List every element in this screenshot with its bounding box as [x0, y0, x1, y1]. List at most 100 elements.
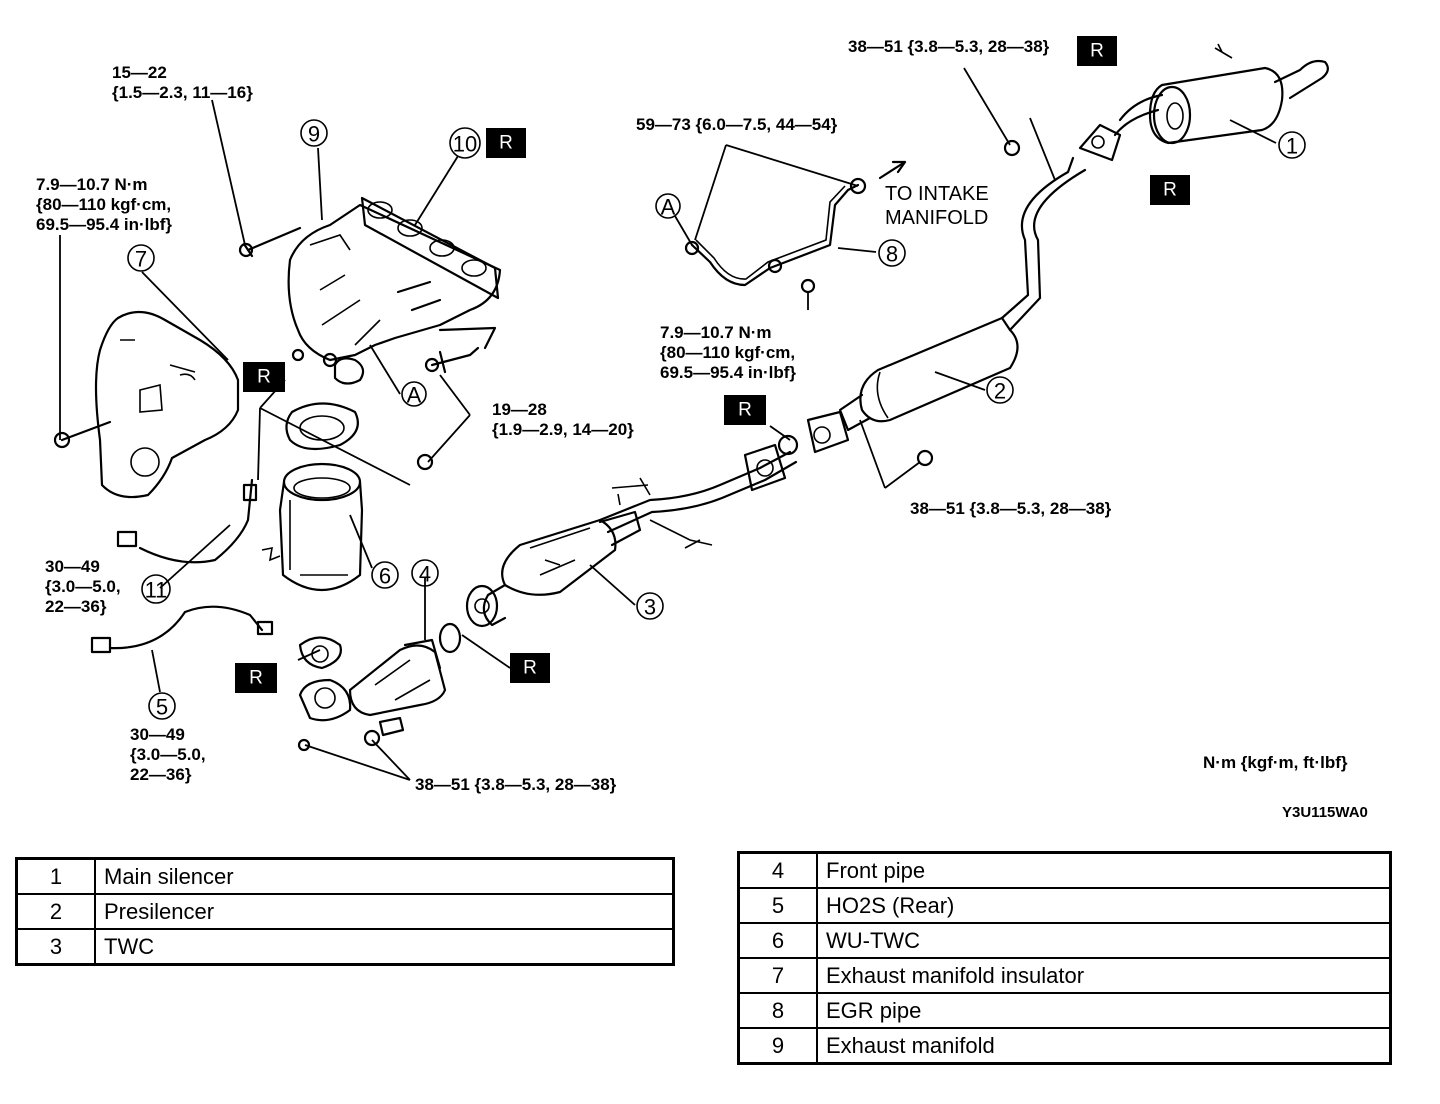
legend-number: 4 — [737, 851, 818, 889]
svg-text:38—51 {3.8—5.3, 28—38}: 38—51 {3.8—5.3, 28—38} — [415, 775, 617, 794]
svg-text:R: R — [249, 668, 263, 689]
svg-text:7.9—10.7 N·m: 7.9—10.7 N·m — [36, 175, 148, 194]
svg-text:R: R — [1090, 41, 1104, 62]
main-silencer — [1078, 43, 1329, 162]
svg-text:5: 5 — [156, 695, 168, 720]
torque-spec-egr-bolt: 7.9—10.7 N·m {80—110 kgf·cm, 69.5—95.4 i… — [660, 323, 796, 382]
svg-text:{3.0—5.0,: {3.0—5.0, — [130, 745, 206, 764]
svg-text:69.5—95.4 in·lbf}: 69.5—95.4 in·lbf} — [36, 215, 172, 234]
svg-text:{1.5—2.3, 11—16}: {1.5—2.3, 11—16} — [112, 83, 253, 102]
svg-text:6: 6 — [379, 564, 391, 589]
svg-text:7: 7 — [135, 247, 147, 272]
svg-text:2: 2 — [994, 379, 1006, 404]
svg-text:22—36}: 22—36} — [45, 597, 107, 616]
callout-5: 5 — [148, 692, 176, 720]
legend-part-name: Presilencer — [94, 893, 675, 930]
torque-spec-manifold-bolt: 15—22 {1.5—2.3, 11—16} — [112, 63, 253, 102]
middle-pipe — [598, 434, 799, 549]
torque-spec-ho2s-rear: 30—49 {3.0—5.0, 22—36} — [130, 725, 206, 784]
svg-text:R: R — [257, 367, 271, 388]
svg-text:9: 9 — [308, 122, 320, 147]
table-row: 9 Exhaust manifold — [737, 1027, 1392, 1065]
front-pipe — [297, 622, 462, 752]
svg-text:15—22: 15—22 — [112, 63, 167, 82]
legend-part-name: Exhaust manifold — [816, 1027, 1392, 1065]
svg-text:11: 11 — [145, 578, 168, 603]
svg-text:A: A — [661, 195, 676, 220]
svg-text:{3.0—5.0,: {3.0—5.0, — [45, 577, 121, 596]
table-row: 3 TWC — [15, 928, 675, 966]
legend-number: 8 — [737, 992, 818, 1029]
legend-number: 7 — [737, 957, 818, 994]
svg-text:{1.9—2.9, 14—20}: {1.9—2.9, 14—20} — [492, 420, 634, 439]
torque-spec-presilencer-nut: 38—51 {3.8—5.3, 28—38} — [910, 499, 1112, 518]
svg-text:R: R — [523, 658, 537, 679]
leader-lines — [59, 67, 1277, 781]
svg-text:{80—110 kgf·cm,: {80—110 kgf·cm, — [36, 195, 171, 214]
legend-part-name: Front pipe — [816, 851, 1392, 889]
replace-marker-presilencer-gasket: R — [724, 395, 766, 425]
svg-text:3: 3 — [644, 595, 656, 620]
legend-number: 1 — [15, 857, 96, 895]
wu-twc — [261, 402, 364, 670]
svg-text:4: 4 — [419, 562, 431, 587]
table-row: 7 Exhaust manifold insulator — [737, 957, 1392, 994]
ho2s-front-sensor — [116, 478, 258, 564]
replace-marker-silencer-top: R — [1077, 36, 1117, 66]
svg-text:22—36}: 22—36} — [130, 765, 192, 784]
table-row: 6 WU-TWC — [737, 922, 1392, 959]
table-row: 1 Main silencer — [15, 857, 675, 895]
svg-text:R: R — [1163, 180, 1177, 201]
svg-text:19—28: 19—28 — [492, 400, 547, 419]
svg-text:{80—110 kgf·cm,: {80—110 kgf·cm, — [660, 343, 795, 362]
svg-text:R: R — [499, 133, 513, 154]
torque-spec-insulator-bolt: 7.9—10.7 N·m {80—110 kgf·cm, 69.5—95.4 i… — [36, 175, 172, 234]
replace-marker-front-pipe-gasket: R — [235, 663, 277, 693]
svg-text:MANIFOLD: MANIFOLD — [885, 207, 988, 229]
callout-3: 3 — [636, 592, 664, 620]
svg-text:A: A — [407, 383, 422, 408]
legend-part-name: TWC — [94, 928, 675, 966]
presilencer — [806, 156, 1087, 454]
exhaust-manifold-gasket — [360, 196, 500, 300]
table-row: 8 EGR pipe — [737, 992, 1392, 1029]
svg-text:8: 8 — [886, 242, 898, 267]
callout-1: 1 — [1278, 131, 1306, 159]
callout-8: 8 — [878, 239, 906, 267]
legend-part-name: Main silencer — [94, 857, 675, 895]
svg-text:R: R — [738, 400, 752, 421]
callout-4: 4 — [411, 559, 439, 587]
callout-10: 10 — [449, 127, 481, 159]
svg-text:7.9—10.7 N·m: 7.9—10.7 N·m — [660, 323, 772, 342]
legend-part-name: EGR pipe — [816, 992, 1392, 1029]
svg-text:10: 10 — [453, 132, 477, 157]
replace-marker-twc-gasket: R — [510, 653, 550, 683]
exhaust-manifold — [287, 203, 502, 385]
to-intake-manifold-label: TO INTAKE MANIFOLD — [885, 183, 989, 229]
legend-number: 2 — [15, 893, 96, 930]
torque-spec-ho2s-front: 30—49 {3.0—5.0, 22—36} — [45, 557, 121, 616]
figure-code: Y3U115WA0 — [1282, 804, 1368, 821]
callout-6: 6 — [371, 561, 399, 589]
legend-part-name: WU-TWC — [816, 922, 1392, 959]
unit-label: N·m {kgf·m, ft·lbf} — [1203, 753, 1348, 772]
torque-spec-silencer-nut: 38—51 {3.8—5.3, 28—38} — [848, 37, 1050, 56]
connector-a-egr: A — [655, 193, 681, 220]
callout-9: 9 — [300, 119, 328, 147]
svg-text:TO INTAKE: TO INTAKE — [885, 183, 989, 205]
bolts — [53, 139, 1021, 471]
replace-marker-wu-twc-gasket: R — [243, 362, 285, 392]
legend-part-name: Exhaust manifold insulator — [816, 957, 1392, 994]
svg-text:1: 1 — [1286, 134, 1298, 159]
table-row: 5 HO2S (Rear) — [737, 887, 1392, 924]
svg-text:59—73 {6.0—7.5, 44—54}: 59—73 {6.0—7.5, 44—54} — [636, 115, 838, 134]
legend-part-name: HO2S (Rear) — [816, 887, 1392, 924]
exhaust-system-diagram: 1 2 3 4 5 6 7 8 9 10 11 A — [36, 36, 1368, 821]
svg-text:30—49: 30—49 — [130, 725, 185, 744]
svg-text:38—51 {3.8—5.3, 28—38}: 38—51 {3.8—5.3, 28—38} — [848, 37, 1050, 56]
svg-text:30—49: 30—49 — [45, 557, 100, 576]
svg-text:69.5—95.4 in·lbf}: 69.5—95.4 in·lbf} — [660, 363, 796, 382]
legend-number: 6 — [737, 922, 818, 959]
legend-table-right: 4 Front pipe 5 HO2S (Rear) 6 WU-TWC 7 Ex… — [737, 851, 1392, 1065]
callout-7: 7 — [127, 244, 155, 272]
